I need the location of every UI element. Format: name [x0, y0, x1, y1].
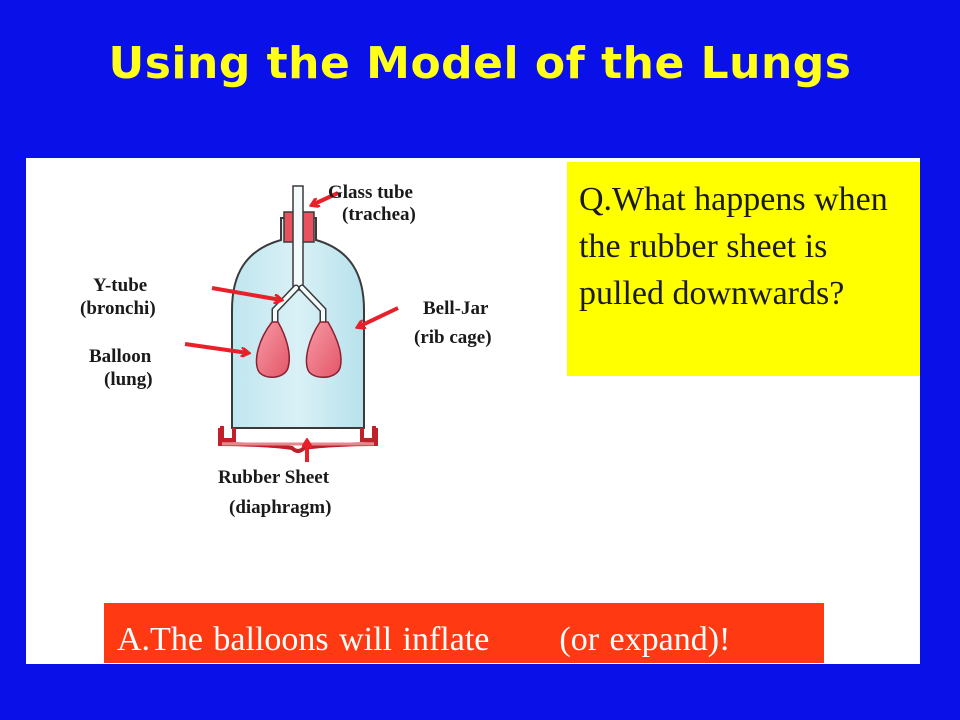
rubber-sheet: [218, 428, 378, 453]
label-lung: (lung): [104, 369, 153, 390]
answer-box: [104, 603, 824, 663]
label-diaphragm: (diaphragm): [229, 497, 332, 518]
label-y-tube: Y-tube: [93, 275, 148, 296]
arrow-y-tube: [211, 286, 281, 300]
arrow-bell-jar: [358, 306, 399, 327]
balloon-left: [255, 321, 290, 378]
arrow-glass-tube: [312, 191, 339, 205]
label-bell-jar: Bell-Jar: [423, 298, 489, 319]
slide-title: Using the Model of the Lungs: [108, 38, 852, 89]
label-rib-cage: (rib cage): [414, 327, 492, 348]
glass-tube: [292, 185, 304, 291]
label-balloon: Balloon: [89, 346, 152, 367]
label-rubber-sheet: Rubber Sheet: [218, 467, 330, 488]
answer-text: A.The balloons will inflate (or expand)!: [117, 612, 737, 668]
label-glass-tube: Glass tube: [328, 182, 413, 203]
answer-part-2: (or expand)!: [559, 621, 731, 658]
answer-part-1: A.The balloons will inflate: [117, 621, 490, 658]
label-bronchi: (bronchi): [80, 298, 156, 319]
balloon-right: [305, 321, 342, 378]
question-box: Q.What happens when the rubber sheet is …: [567, 162, 920, 376]
arrow-balloon: [184, 342, 248, 353]
label-trachea: (trachea): [342, 204, 416, 225]
